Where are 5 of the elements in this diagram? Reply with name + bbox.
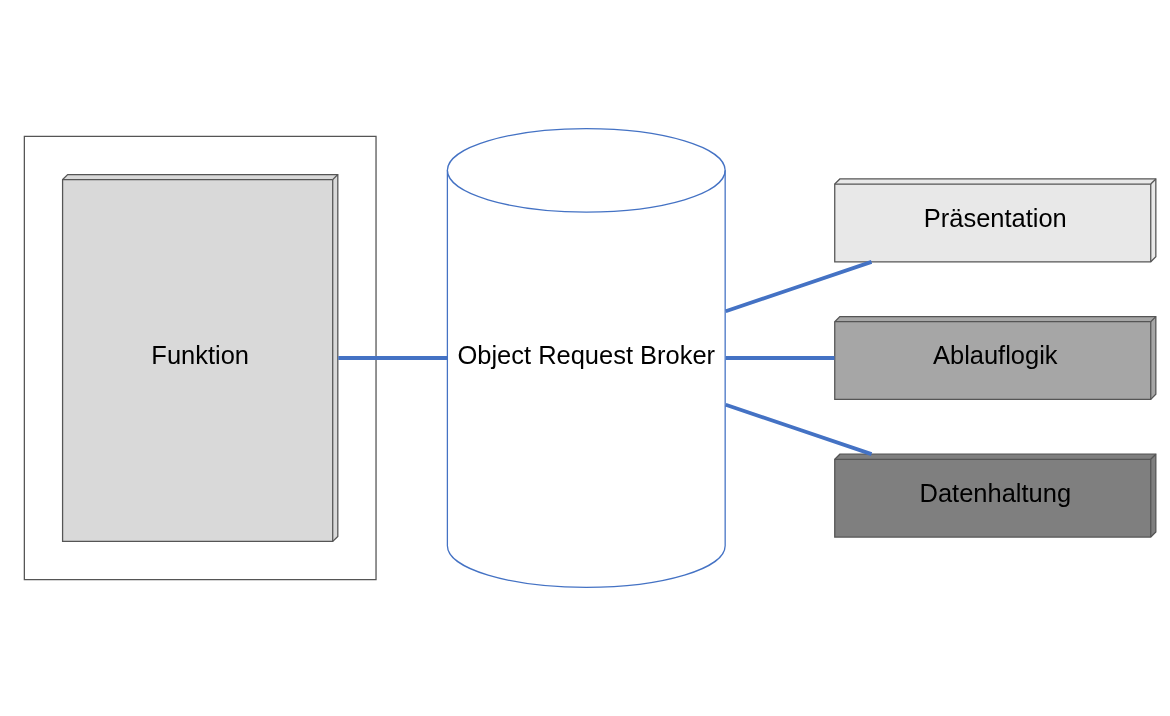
connector	[725, 356, 835, 360]
connector	[725, 402, 873, 456]
cluster	[23, 135, 377, 581]
connector	[338, 356, 448, 360]
connector	[725, 260, 873, 314]
